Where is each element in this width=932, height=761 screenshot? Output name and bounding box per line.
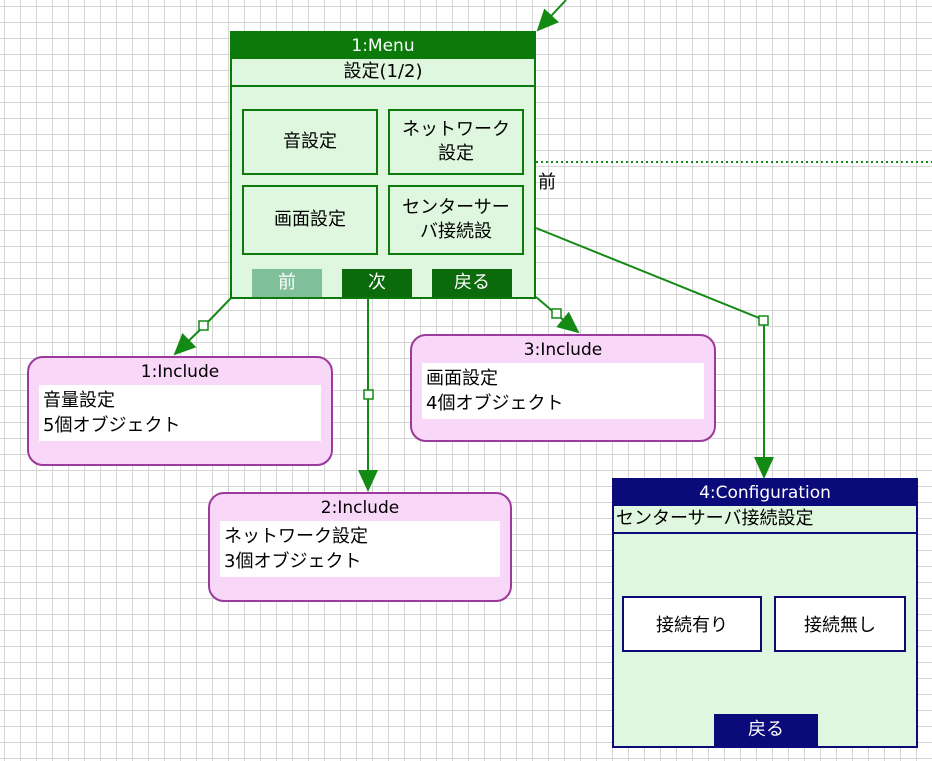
include-node-3-title: 3:Include bbox=[523, 340, 603, 360]
include-node-1-body: 音量設定 5個オブジェクト bbox=[39, 385, 321, 441]
include-node-2[interactable]: 2:Include ネットワーク設定 3個オブジェクト bbox=[208, 492, 512, 602]
menu-node[interactable]: 1:Menu 設定(1/2) 音設定 ネットワーク 設定 画面設定 センターサー… bbox=[230, 31, 536, 299]
include-node-3-name: 画面設定 bbox=[426, 368, 498, 389]
center-server-label-1: センターサー bbox=[402, 197, 510, 218]
connect-yes-button[interactable]: 接続有り bbox=[622, 596, 762, 652]
include-node-1[interactable]: 1:Include 音量設定 5個オブジェクト bbox=[27, 356, 333, 466]
sound-settings-label: 音設定 bbox=[283, 131, 337, 152]
include-node-2-body: ネットワーク設定 3個オブジェクト bbox=[220, 521, 500, 577]
configuration-back-button[interactable]: 戻る bbox=[714, 714, 818, 746]
edge-handle-3[interactable] bbox=[551, 308, 562, 319]
include-node-3[interactable]: 3:Include 画面設定 4個オブジェクト bbox=[410, 334, 716, 442]
nav-next-button[interactable]: 次 bbox=[342, 269, 412, 297]
connect-no-button[interactable]: 接続無し bbox=[774, 596, 906, 652]
menu-node-header: 1:Menu bbox=[232, 33, 534, 59]
include-node-3-count: 4個オブジェクト bbox=[426, 393, 564, 414]
configuration-node-subtitle: センターサーバ接続設定 bbox=[614, 506, 916, 534]
nav-back-button[interactable]: 戻る bbox=[432, 269, 512, 297]
menu-node-subtitle: 設定(1/2) bbox=[232, 59, 534, 87]
nav-prev-button[interactable]: 前 bbox=[252, 269, 322, 297]
include-node-1-name: 音量設定 bbox=[43, 390, 115, 411]
edge-handle-2[interactable] bbox=[363, 389, 374, 400]
include-node-2-title: 2:Include bbox=[320, 498, 400, 518]
include-node-2-name: ネットワーク設定 bbox=[224, 526, 368, 547]
include-node-2-count: 3個オブジェクト bbox=[224, 551, 362, 572]
screen-settings-button[interactable]: 画面設定 bbox=[242, 185, 378, 255]
include-node-1-title: 1:Include bbox=[140, 362, 220, 382]
screen-settings-label: 画面設定 bbox=[274, 209, 346, 230]
network-settings-label-2: 設定 bbox=[438, 143, 474, 164]
edge-handle-4[interactable] bbox=[758, 315, 769, 326]
include-node-1-count: 5個オブジェクト bbox=[43, 415, 181, 436]
sound-settings-button[interactable]: 音設定 bbox=[242, 109, 378, 175]
configuration-node-header: 4:Configuration bbox=[614, 480, 916, 506]
edge-handle-1[interactable] bbox=[198, 320, 209, 331]
center-server-settings-button[interactable]: センターサー バ接続設 bbox=[388, 185, 524, 255]
center-server-label-2: バ接続設 bbox=[420, 221, 492, 242]
incoming-edge bbox=[536, 0, 567, 32]
edge-label-prev: 前 bbox=[538, 172, 556, 193]
configuration-node[interactable]: 4:Configuration センターサーバ接続設定 接続有り 接続無し 戻る bbox=[612, 478, 918, 748]
network-settings-label-1: ネットワーク bbox=[402, 119, 510, 140]
network-settings-button[interactable]: ネットワーク 設定 bbox=[388, 109, 524, 175]
include-node-3-body: 画面設定 4個オブジェクト bbox=[422, 363, 704, 419]
